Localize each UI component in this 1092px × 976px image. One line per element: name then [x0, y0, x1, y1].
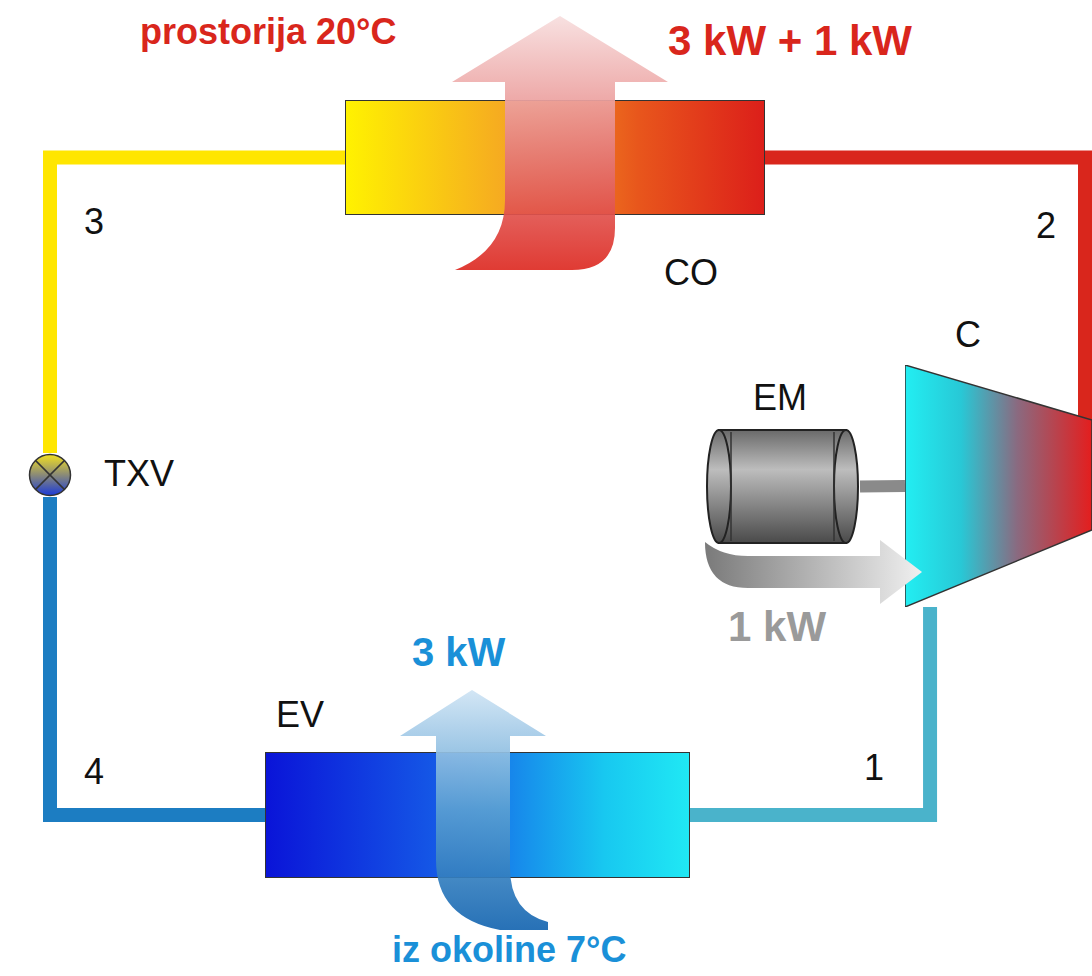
state-point: 1	[864, 748, 884, 788]
state-point: 2	[1036, 206, 1056, 246]
expansion-valve: TXV	[28, 453, 72, 497]
room-label: prostorija 20°C	[140, 12, 396, 52]
two-phase-pipe	[50, 497, 265, 815]
component-label: C	[955, 315, 981, 355]
heat-in-arrow	[400, 690, 548, 930]
work-arrow	[705, 540, 922, 604]
heat-out-arrow	[452, 16, 668, 270]
component-label: EV	[276, 695, 324, 735]
state-point: 4	[84, 752, 104, 792]
heat-in-value: 3 kW	[412, 630, 505, 674]
component-label: CO	[664, 253, 718, 293]
component-label: TXV	[104, 454, 174, 494]
source-label: iz okoline 7°C	[392, 930, 626, 970]
heat-out-value: 3 kW + 1 kW	[668, 18, 912, 64]
state-point: 3	[84, 202, 104, 242]
component-label: EM	[753, 378, 807, 418]
liquid-pipe	[50, 158, 345, 454]
electric-motor: EM	[705, 428, 860, 545]
compressor-symbol: C	[905, 365, 1092, 607]
work-value: 1 kW	[728, 604, 826, 650]
motor-shaft	[860, 480, 905, 493]
